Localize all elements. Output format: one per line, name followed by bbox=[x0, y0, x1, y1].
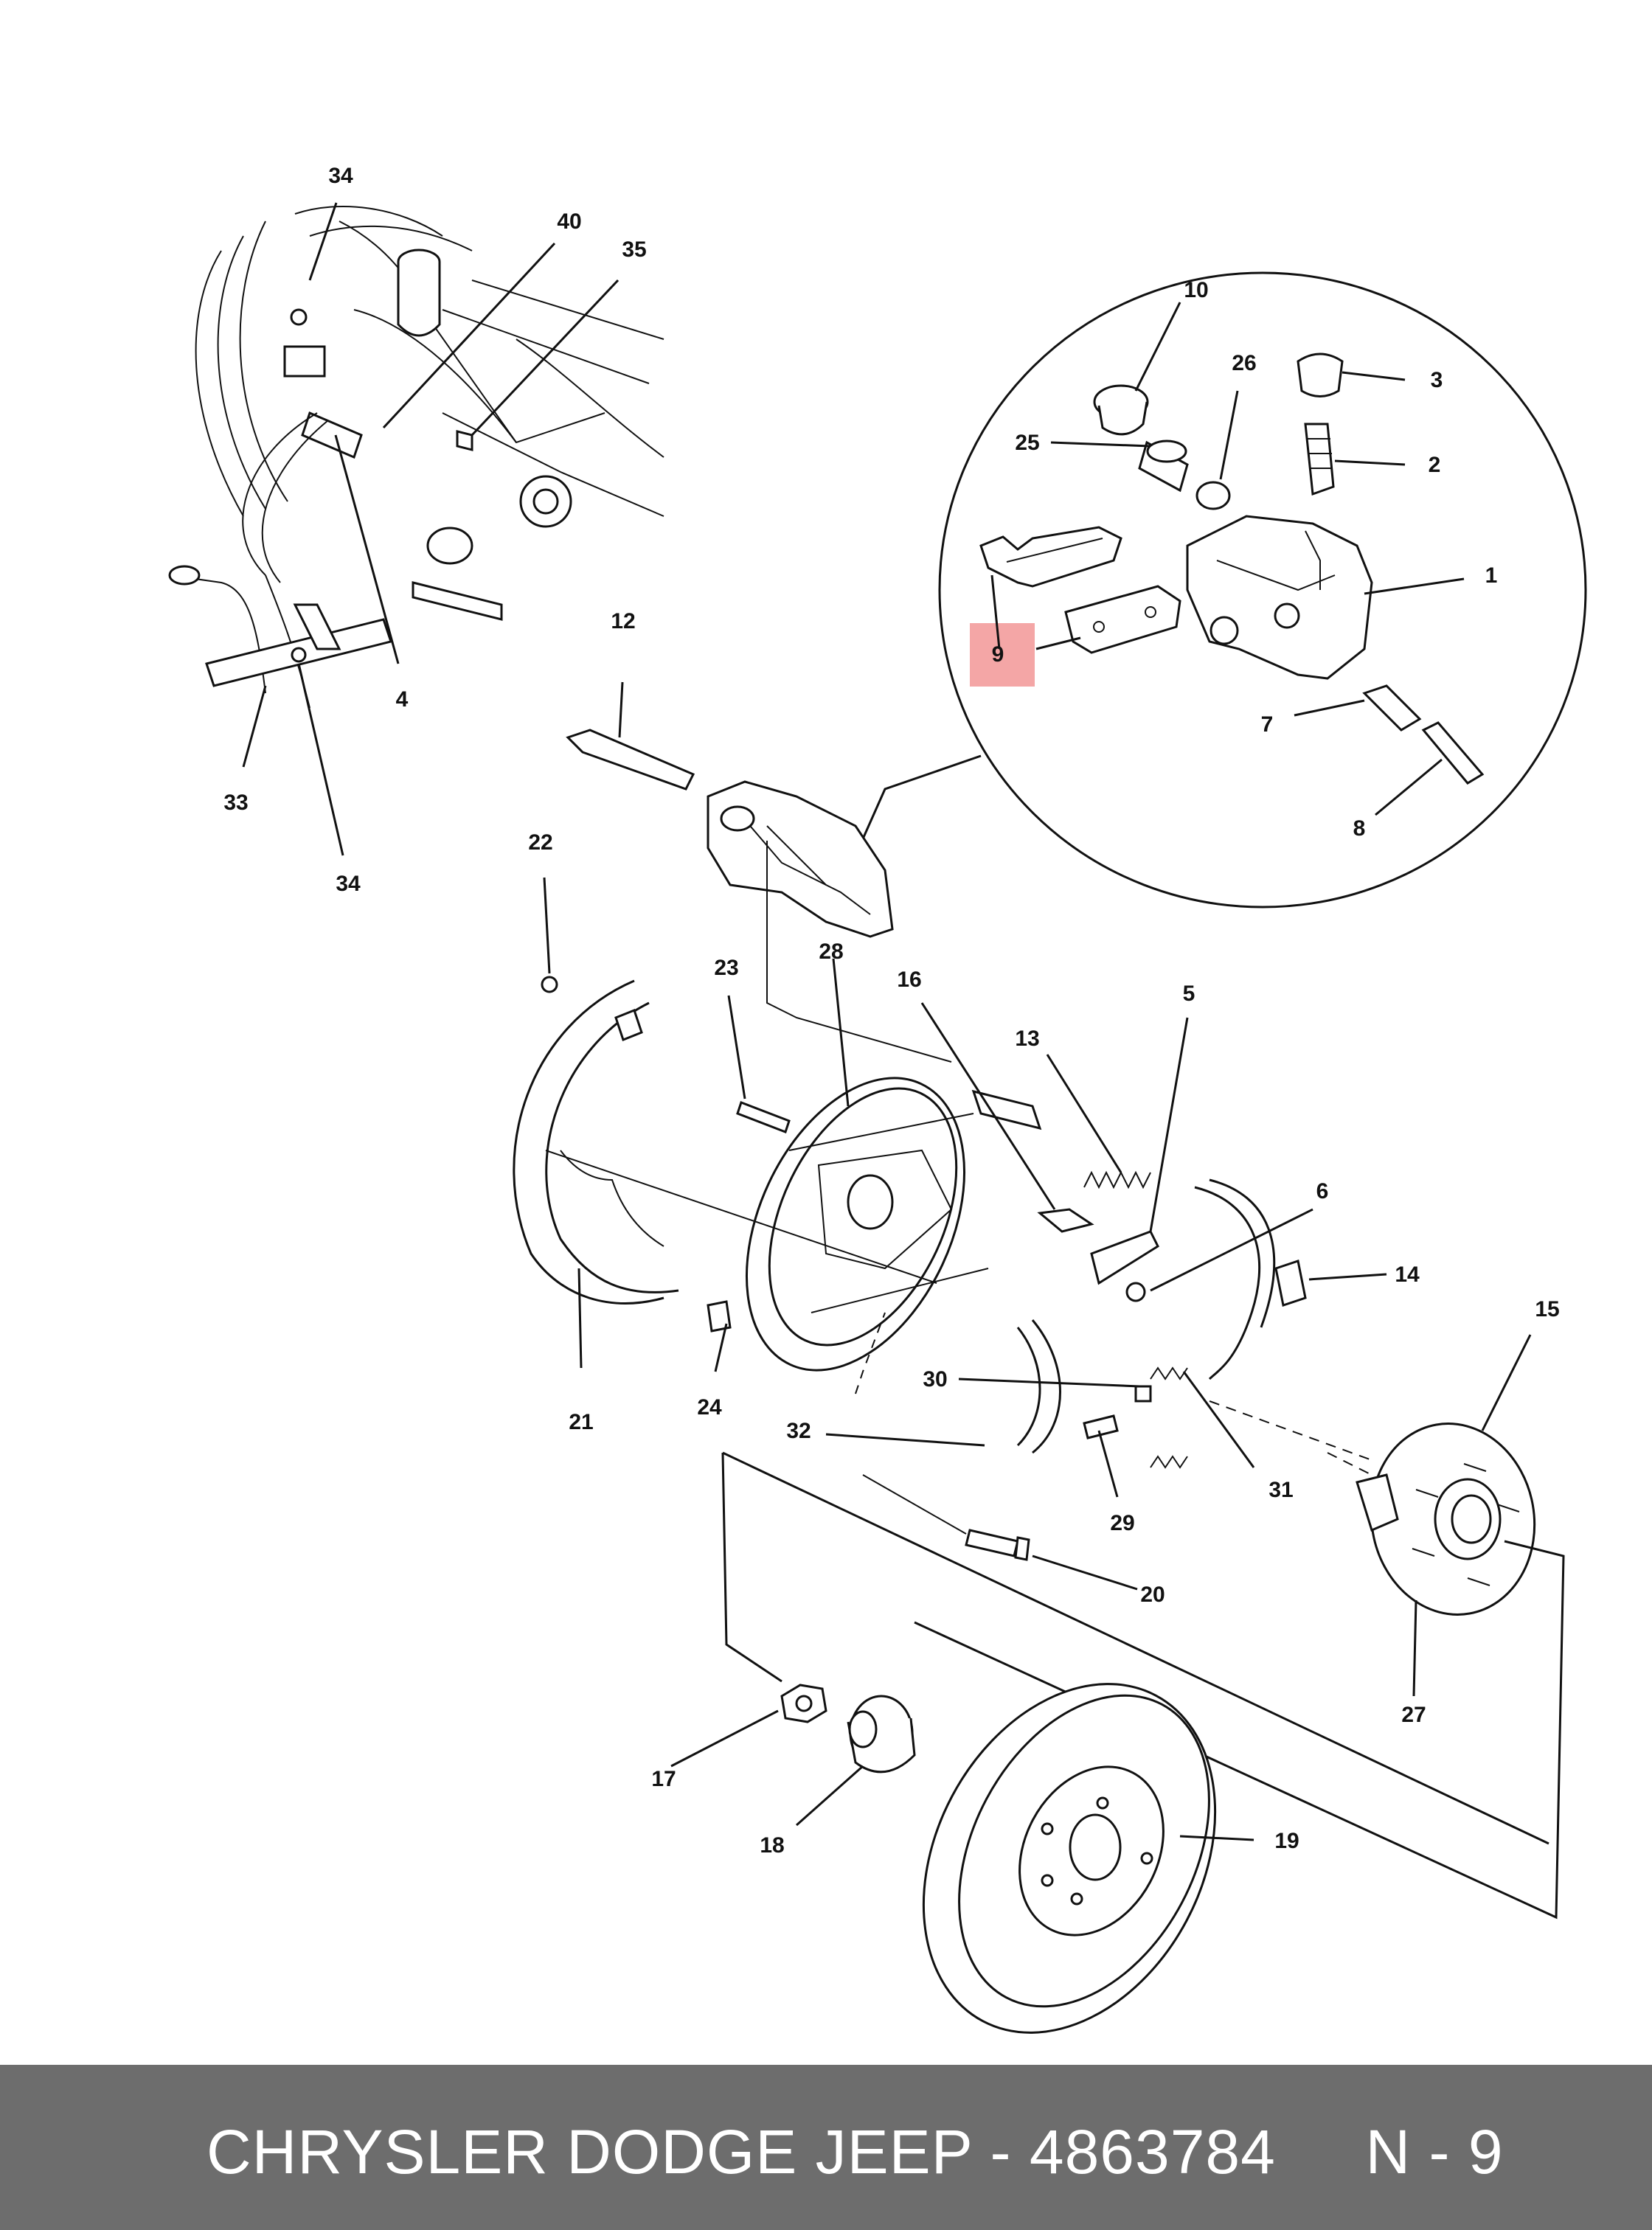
callout-32: 32 bbox=[786, 1419, 811, 1443]
callout-2: 2 bbox=[1429, 453, 1441, 477]
callout-29: 29 bbox=[1110, 1511, 1134, 1535]
callout-7: 7 bbox=[1261, 712, 1274, 737]
callout-6: 6 bbox=[1316, 1179, 1329, 1203]
callout-21: 21 bbox=[569, 1410, 593, 1434]
callout-27: 27 bbox=[1401, 1703, 1426, 1727]
callout-23: 23 bbox=[714, 956, 738, 980]
callout-28: 28 bbox=[819, 939, 843, 964]
callout-25: 25 bbox=[1015, 431, 1039, 455]
callout-labels: 34 40 35 4 33 34 12 22 23 28 16 13 5 6 1… bbox=[223, 164, 1559, 1858]
callout-4: 4 bbox=[396, 687, 409, 712]
callout-12: 12 bbox=[611, 609, 635, 633]
leader-lines bbox=[242, 202, 1532, 1841]
callout-30: 30 bbox=[923, 1367, 947, 1392]
callout-35: 35 bbox=[622, 237, 646, 262]
caliper-detail-circle bbox=[854, 271, 1587, 909]
callout-17: 17 bbox=[651, 1767, 676, 1791]
callout-34-top: 34 bbox=[328, 164, 353, 188]
callout-14: 14 bbox=[1395, 1262, 1420, 1287]
callout-3: 3 bbox=[1431, 368, 1443, 392]
callout-5: 5 bbox=[1183, 982, 1195, 1006]
callout-24: 24 bbox=[697, 1395, 722, 1420]
parking-brake-cable-subassembly bbox=[168, 206, 664, 709]
callout-26: 26 bbox=[1232, 351, 1256, 375]
callout-18: 18 bbox=[760, 1833, 784, 1858]
footer-part-number-caption: CHRYSLER DODGE JEEP - 4863784 N - 9 bbox=[206, 2117, 1504, 2186]
callout-9: 9 bbox=[992, 642, 1004, 667]
callout-19: 19 bbox=[1274, 1829, 1299, 1853]
callout-8: 8 bbox=[1353, 816, 1366, 841]
exploded-brake-diagram: 34 40 35 4 33 34 12 22 23 28 16 13 5 6 1… bbox=[168, 164, 1587, 2034]
callout-20: 20 bbox=[1140, 1583, 1165, 1607]
callout-13: 13 bbox=[1015, 1027, 1039, 1051]
callout-40: 40 bbox=[557, 209, 581, 234]
hub-assembly bbox=[1327, 1423, 1536, 1616]
callout-10: 10 bbox=[1184, 278, 1208, 302]
callout-1: 1 bbox=[1485, 563, 1498, 588]
caliper-assembly bbox=[566, 729, 952, 1063]
callout-31: 31 bbox=[1268, 1478, 1293, 1502]
callout-16: 16 bbox=[897, 968, 921, 992]
footer-bar: CHRYSLER DODGE JEEP - 4863784 N - 9 bbox=[0, 2065, 1652, 2230]
highlight-box-part-9 bbox=[970, 623, 1035, 687]
callout-33: 33 bbox=[223, 791, 248, 815]
brake-backing-assembly bbox=[513, 976, 1372, 1561]
callout-34-bottom: 34 bbox=[336, 872, 361, 896]
rotor-assembly bbox=[721, 1451, 1565, 2034]
callout-22: 22 bbox=[528, 830, 552, 855]
callout-15: 15 bbox=[1535, 1297, 1559, 1321]
